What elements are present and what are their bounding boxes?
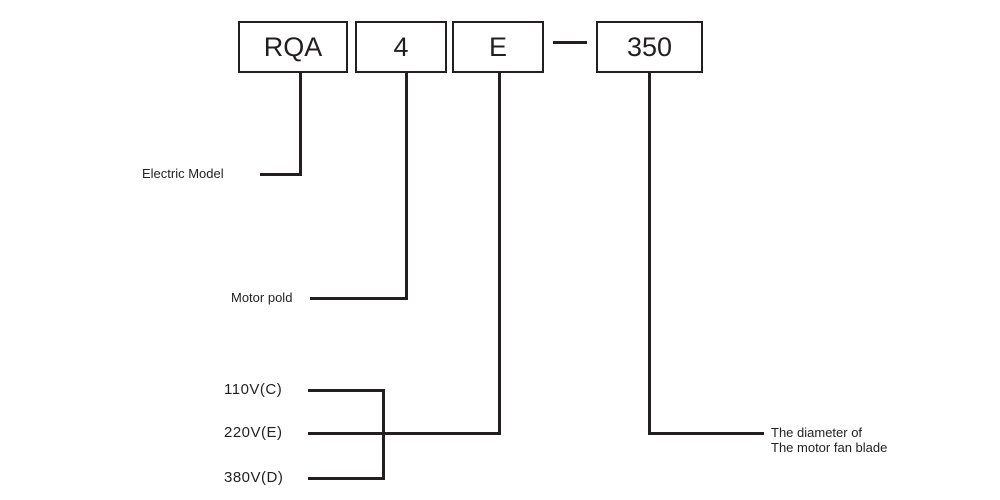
voltage-bracket-bottom [308,477,385,480]
connector-voltage-vertical [498,73,501,435]
connector-voltage-horizontal [308,432,501,435]
label-motor-pole: Motor pold [231,290,293,305]
label-electric-model: Electric Model [142,166,224,181]
connector-series-horizontal [260,173,302,176]
connector-series-vertical [299,73,302,176]
voltage-option-220: 220V(E) [224,424,283,441]
connector-poles-vertical [405,73,408,300]
code-poles-text: 4 [393,31,409,62]
code-box-voltage: E [452,21,544,73]
separator-dash [553,41,587,44]
voltage-bracket-vertical [382,389,385,480]
code-box-diameter: 350 [596,21,703,73]
code-voltage-text: E [488,31,507,62]
code-box-poles: 4 [355,21,447,73]
connector-diameter-horizontal [648,432,764,435]
code-series-text: RQA [263,31,323,62]
label-diameter-line2: The motor fan blade [771,440,888,455]
voltage-bracket-top [308,389,385,392]
code-diameter-text: 350 [626,31,673,62]
voltage-option-380: 380V(D) [224,469,284,486]
connector-diameter-vertical [648,73,651,435]
code-box-series: RQA [238,21,348,73]
voltage-option-110: 110V(C) [224,381,283,398]
label-diameter-line1: The diameter of [771,425,863,440]
connector-poles-horizontal [310,297,408,300]
